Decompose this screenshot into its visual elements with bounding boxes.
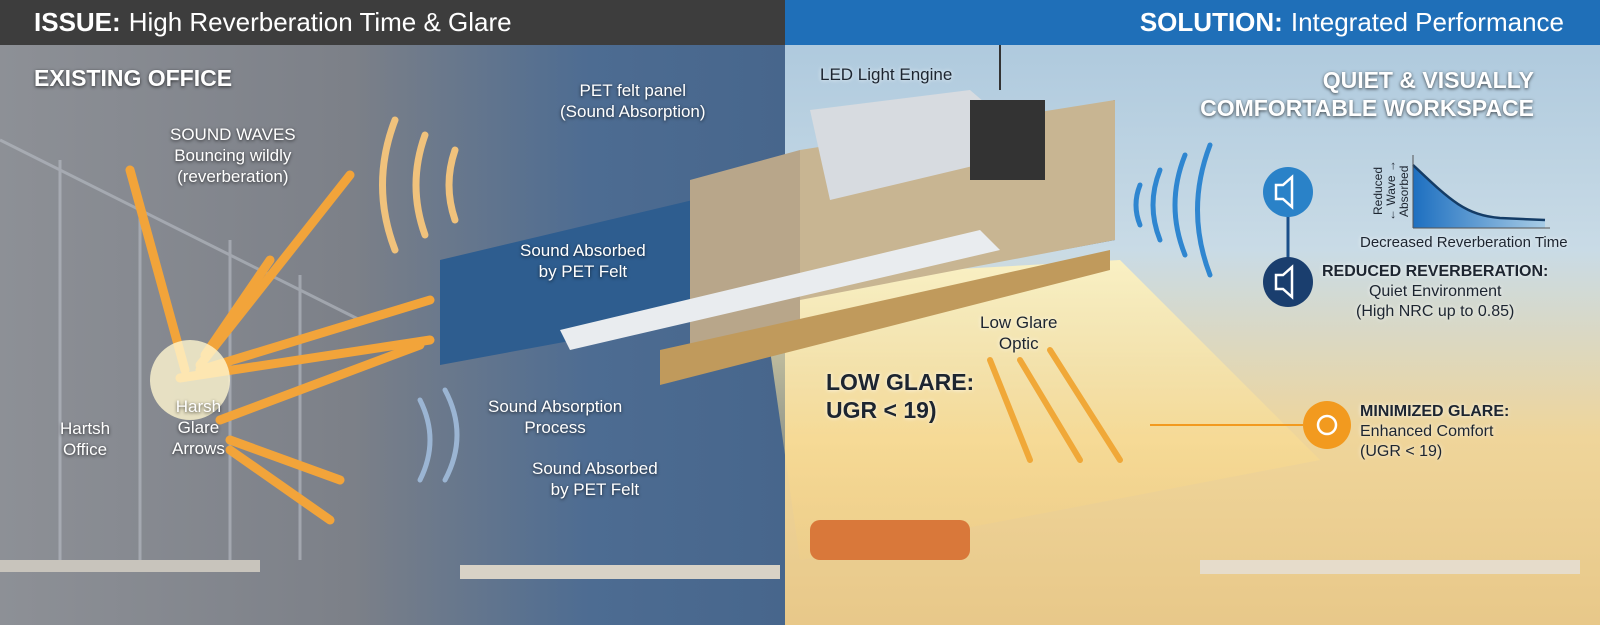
low-glare-label: LOW GLARE:UGR < 19) [826,369,975,423]
issue-header: ISSUE:High Reverberation Time & Glare [0,0,785,45]
solution-header: SOLUTION:Integrated Performance [785,0,1600,45]
solution-section-line-1: QUIET & VISUALLY [1322,67,1534,93]
issue-prefix: ISSUE: [34,7,121,37]
speaker-icon [1263,167,1313,217]
office-furniture [0,520,1580,579]
light-beam [760,260,1320,560]
optic-arrows [987,347,1123,463]
sound-waves [379,116,1213,483]
sun-icon [1303,401,1351,449]
benefit-glare: MINIMIZED GLARE:Enhanced Comfort(UGR < 1… [1360,403,1510,460]
solution-section-line-2: COMFORTABLE WORKSPACE [1200,95,1534,121]
led-engine-label: LED Light Engine [820,65,953,84]
reverb-decay-chart [1412,155,1550,229]
chart-x-label: Decreased Reverberation Time [1360,234,1568,251]
existing-office-title: EXISTING OFFICE [34,65,233,91]
luminaire [440,0,1115,385]
window-grid [0,138,361,560]
pet-panel-label: PET felt panel(Sound Absorption) [560,81,706,121]
issue-title: High Reverberation Time & Glare [128,7,512,37]
solution-prefix: SOLUTION: [1139,7,1283,37]
solution-title: Integrated Performance [1290,7,1564,37]
glare-starburst [150,340,230,420]
chart-y-label-3: Absorbed [1397,165,1411,217]
speaker-icon [1263,257,1313,307]
benefit-reverb: REDUCED REVERBERATION:Quiet Environment(… [1322,263,1549,320]
